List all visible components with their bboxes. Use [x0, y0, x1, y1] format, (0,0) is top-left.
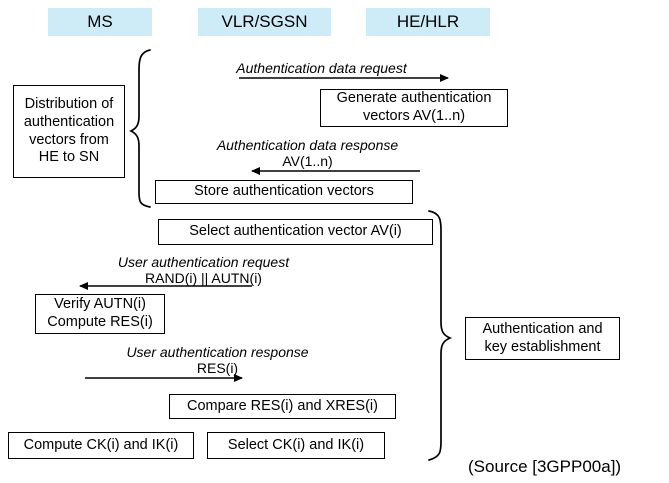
action-box-select-ck-ik: Select CK(i) and IK(i) — [207, 432, 385, 459]
action-box-verify-autn: Verify AUTN(i) Compute RES(i) — [35, 294, 165, 334]
phase-box-authentication-key-establishment: Authentication and key establishment — [465, 317, 620, 360]
message-payload-user-auth-request: RAND(i) || AUTN(i) — [145, 270, 262, 286]
message-payload-auth-data-response: AV(1..n) — [282, 153, 333, 169]
action-box-generate-av: Generate authentication vectors AV(1..n) — [320, 89, 508, 127]
phase-box-distribution: Distribution of authentication vectors f… — [13, 85, 125, 178]
brace-authentication-phase — [428, 210, 453, 461]
source-credit: (Source [3GPP00a]) — [468, 457, 622, 476]
action-box-compare-res: Compare RES(i) and XRES(i) — [169, 394, 396, 419]
action-box-compute-ck-ik: Compute CK(i) and IK(i) — [8, 432, 194, 459]
message-label-auth-data-response: Authentication data response — [216, 137, 399, 153]
brace-distribution-phase — [129, 49, 151, 208]
action-box-select-av: Select authentication vector AV(i) — [158, 219, 433, 245]
action-box-store-av: Store authentication vectors — [155, 180, 413, 204]
message-label-auth-data-request: Authentication data request — [236, 60, 407, 76]
lane-header-he-hlr: HE/HLR — [366, 8, 490, 36]
message-label-user-auth-request: User authentication request — [117, 254, 290, 270]
message-payload-user-auth-response: RES(i) — [196, 360, 239, 376]
lane-header-vlr-sgsn: VLR/SGSN — [198, 8, 331, 36]
lane-header-ms: MS — [48, 8, 152, 36]
message-label-user-auth-response: User authentication response — [126, 344, 309, 360]
